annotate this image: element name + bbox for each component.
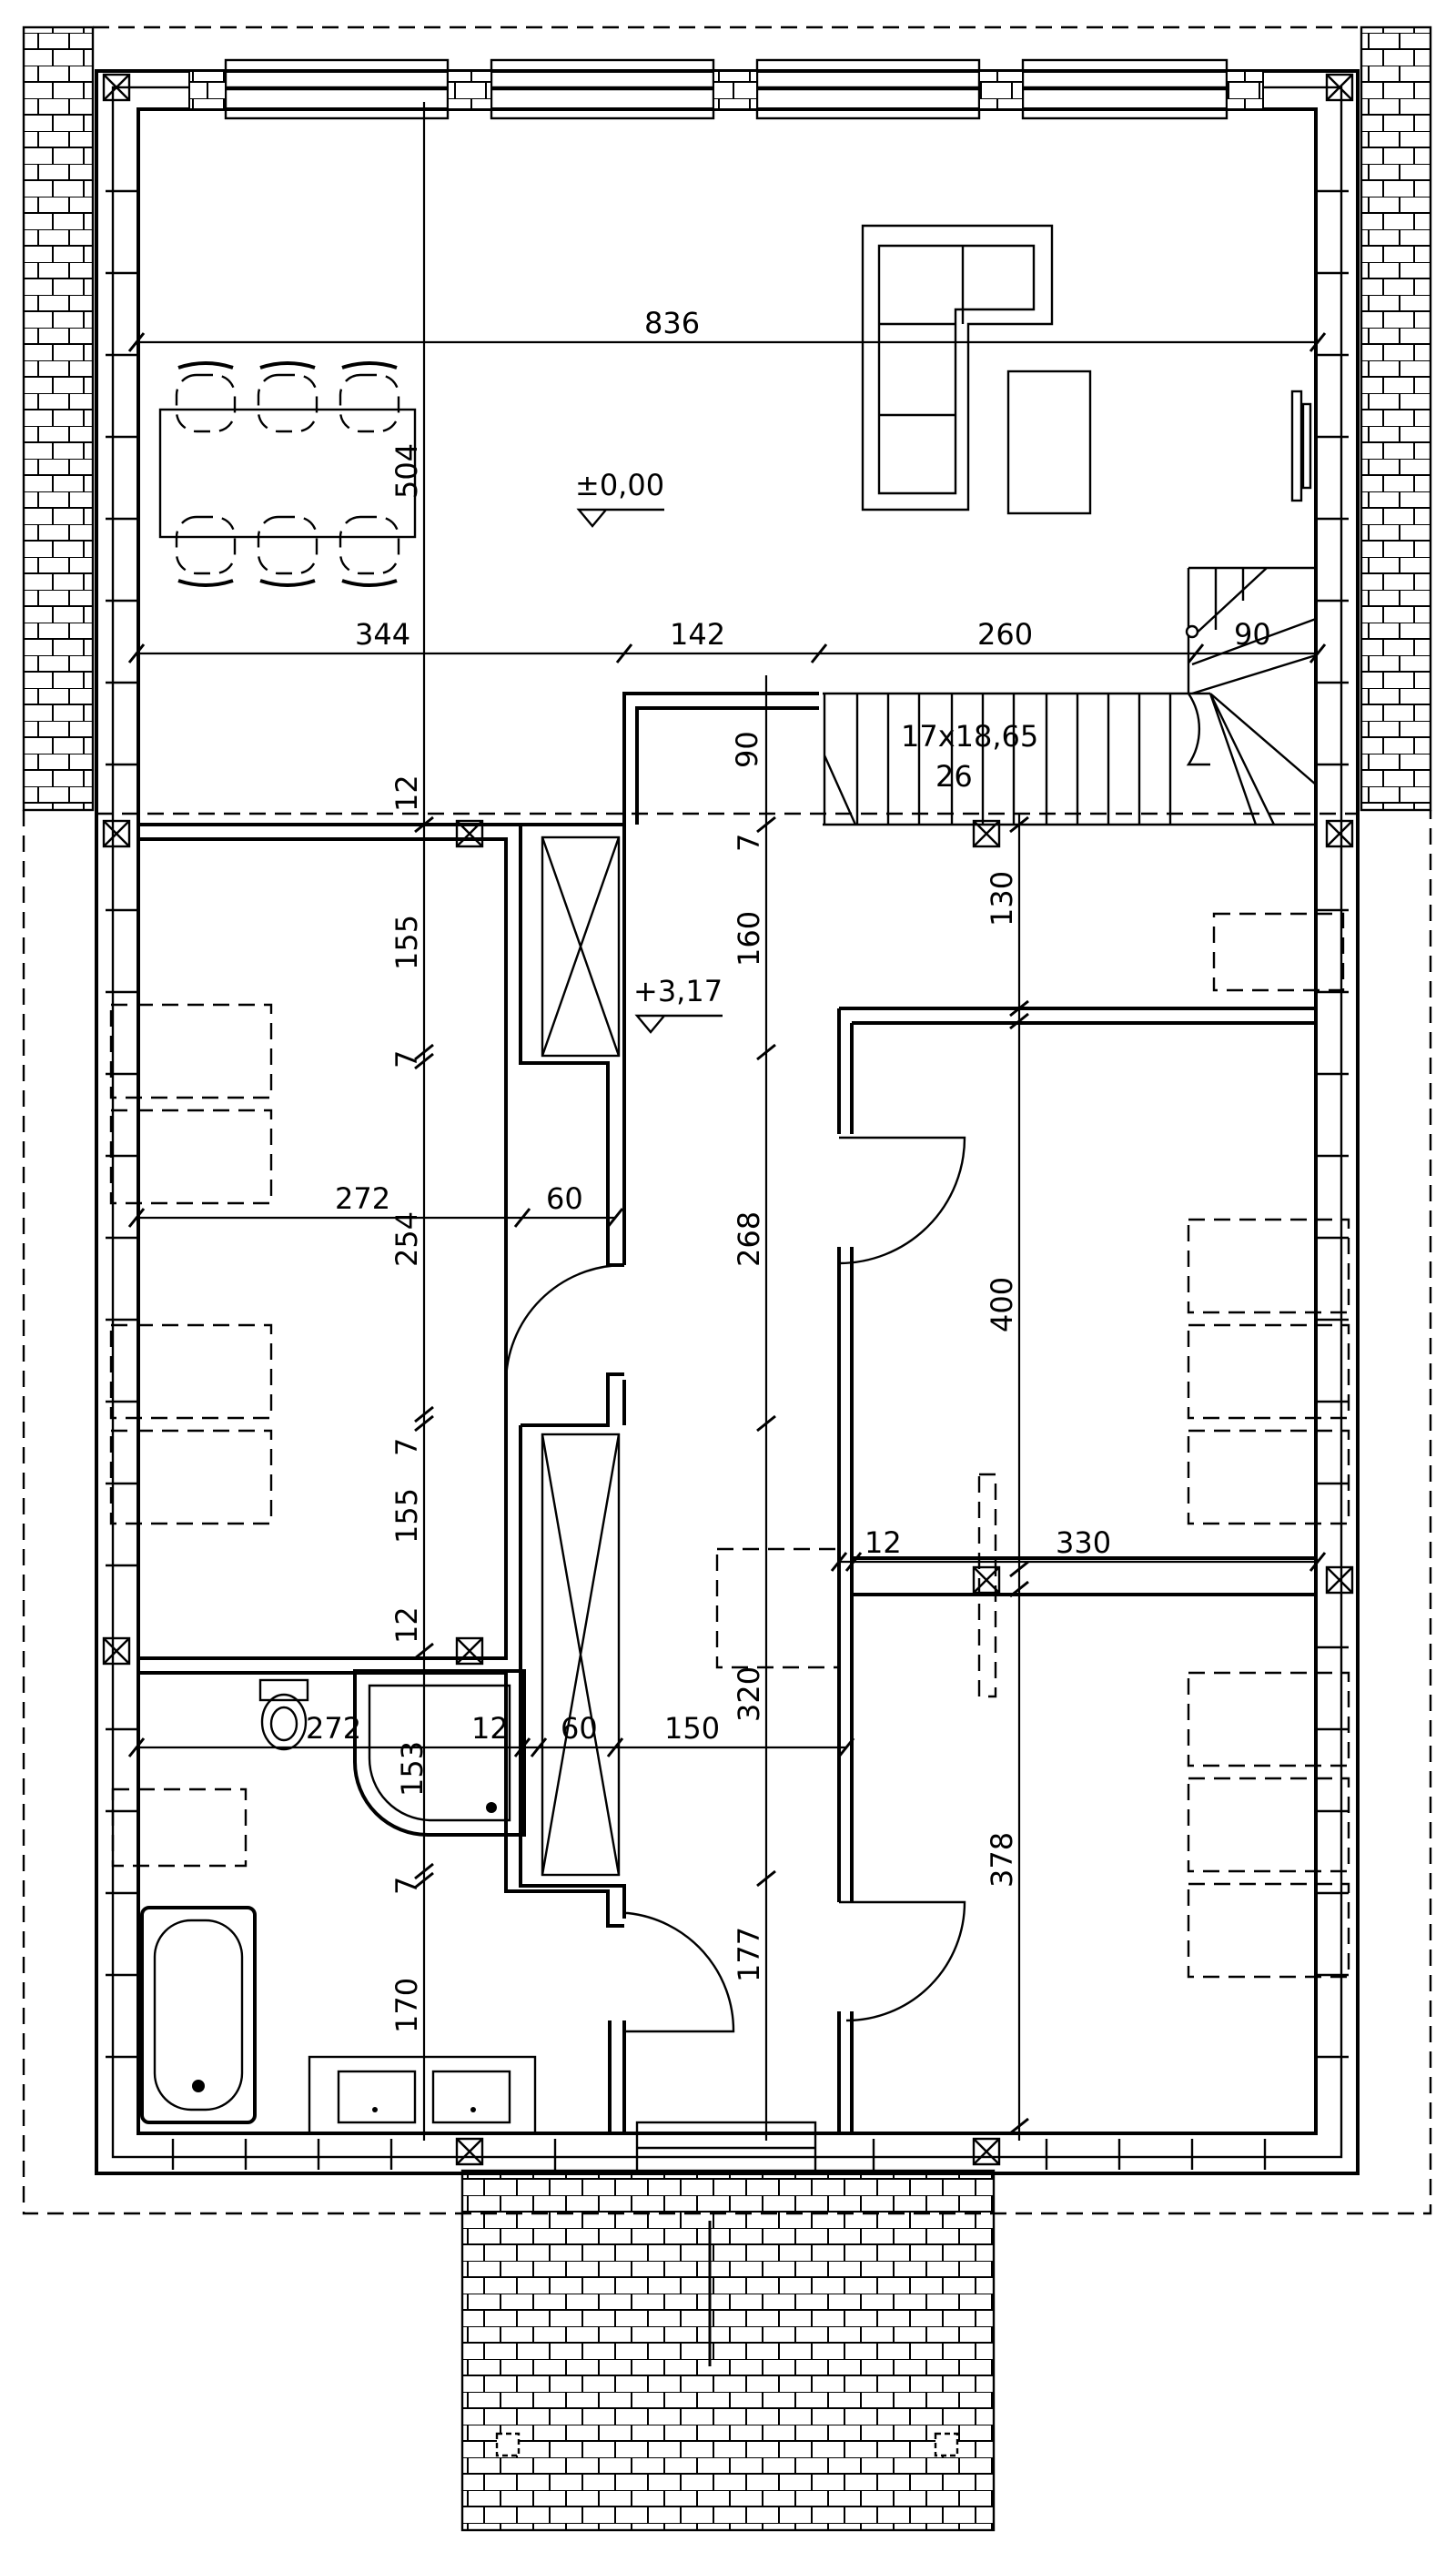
outer-wall-mid: [111, 86, 1343, 2159]
dim-378: 378: [985, 1832, 1019, 1888]
roof-outline: [22, 25, 1432, 2215]
dim-wall-12-a: 12: [389, 775, 424, 812]
dim-268: 268: [732, 1211, 766, 1267]
dim-260: 260: [977, 617, 1033, 652]
dim-bath-7: 7: [389, 1877, 424, 1895]
dimension-labels-horizontal: 836 344 142 260 90 17x18,65 26 272 60 12…: [306, 306, 1271, 1746]
dim-12-mid: 12: [864, 1525, 902, 1560]
dim-155-a: 155: [389, 915, 424, 970]
dim-90-stair: 90: [1234, 617, 1271, 652]
level-marker-upper: +3,17: [633, 974, 723, 1034]
dim-shower-153: 153: [395, 1741, 430, 1797]
top-windows: [188, 58, 1264, 120]
dim-stair-spec: 17x18,65: [901, 719, 1038, 754]
dining-set: [158, 361, 417, 587]
dim-142: 142: [670, 617, 725, 652]
level-marker-ground: ±0,00: [575, 468, 664, 528]
dim-7-b: 7: [389, 1050, 424, 1068]
dim-344: 344: [355, 617, 410, 652]
dim-272-b: 272: [306, 1711, 361, 1746]
dim-7-c: 7: [389, 1438, 424, 1456]
dim-60-a: 60: [546, 1181, 583, 1216]
stair-start-dot: [1185, 624, 1199, 639]
dim-320: 320: [732, 1666, 766, 1722]
column-markers: [102, 73, 1354, 2166]
staircase: [823, 566, 1317, 826]
dim-400: 400: [985, 1277, 1019, 1332]
dim-stair-tread: 26: [935, 759, 973, 794]
dim-wall-7-a: 7: [732, 834, 766, 852]
dimension-lines: [127, 102, 1327, 2141]
dim-504: 504: [389, 443, 424, 499]
level-upper-text: +3,17: [633, 974, 723, 1008]
dim-272-a: 272: [335, 1181, 390, 1216]
fireplace: [1290, 390, 1312, 502]
entrance-paving: [460, 2169, 996, 2532]
wall-hatches: [106, 189, 1349, 2170]
level-ground-text: ±0,00: [575, 468, 664, 502]
dim-150: 150: [664, 1711, 720, 1746]
door-swings: [504, 1136, 966, 2033]
bathroom-fixtures: [140, 1669, 537, 2135]
dim-177: 177: [732, 1927, 766, 1982]
coffee-table: [1006, 370, 1092, 515]
dim-stair-90: 90: [730, 731, 764, 768]
paving-marker-right: [934, 2432, 959, 2457]
outer-wall-outer: [95, 69, 1360, 2175]
dim-top-width: 836: [644, 306, 700, 340]
beds: [109, 912, 1350, 1979]
dim-130: 130: [985, 871, 1019, 927]
dim-wall-12-b: 12: [389, 1606, 424, 1644]
dim-330: 330: [1056, 1525, 1111, 1560]
dim-12-bath: 12: [471, 1711, 509, 1746]
dimension-labels-vertical: 504 90 12 7 155 7 254 7 155 12 153 7 170…: [389, 443, 1019, 2033]
dim-254: 254: [389, 1211, 424, 1267]
wardrobe-lower: [541, 1433, 621, 1877]
dim-155-b: 155: [389, 1488, 424, 1544]
wardrobe-upper: [541, 835, 621, 1058]
dim-160: 160: [732, 911, 766, 967]
roof-tiles-left: [22, 25, 95, 812]
dim-60-b: 60: [561, 1711, 598, 1746]
interior-walls: [138, 692, 1316, 2133]
sofa: [861, 224, 1054, 511]
dim-170: 170: [389, 1978, 424, 2033]
paving-marker-left: [495, 2432, 521, 2457]
outer-wall-inner: [136, 107, 1318, 2135]
roof-tiles-right: [1360, 25, 1432, 812]
